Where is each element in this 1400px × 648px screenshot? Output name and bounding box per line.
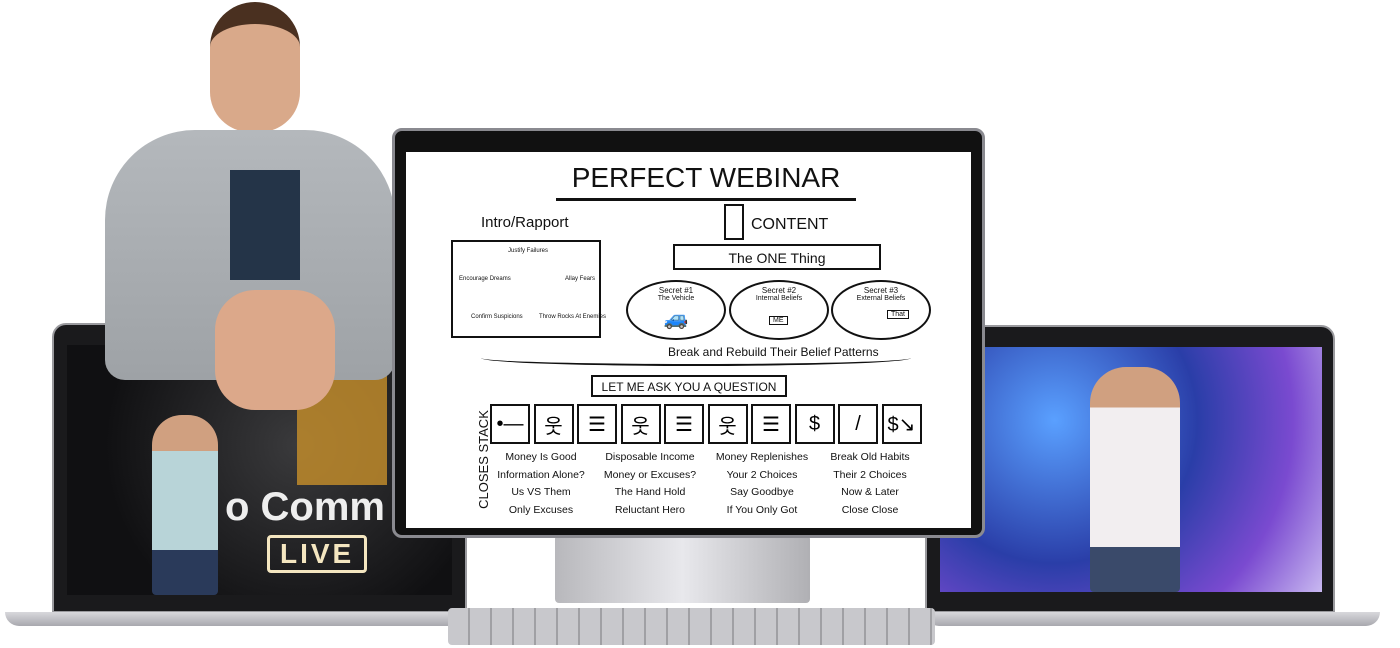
whiteboard-screen: PERFECT WEBINAR Intro/Rapport Justify Fa… (406, 152, 971, 528)
that-tag: That (887, 310, 910, 319)
secret-subtitle: Internal Beliefs (755, 295, 803, 302)
secret-title: Secret #3 (863, 286, 899, 295)
bubble: Confirm Suspicions (471, 314, 523, 320)
close-item: Only Excuses (508, 503, 574, 516)
left-laptop-base (5, 612, 470, 626)
speaker-figure (1090, 367, 1180, 592)
list-icon: ☰ (664, 404, 704, 444)
close-item: Us VS Them (511, 486, 571, 498)
bubble: Justify Failures (508, 248, 549, 254)
secret-title: Secret #2 (761, 286, 797, 295)
stick-figure-icon: 웃 (533, 404, 574, 444)
right-laptop (925, 325, 1335, 613)
list-icon: ☰ (577, 404, 617, 444)
head (210, 2, 300, 132)
intro-box: Justify Failures Encourage Dreams Allay … (451, 240, 606, 338)
bubble: Encourage Dreams (459, 276, 511, 282)
slash-icon: / (838, 404, 878, 444)
secret-subtitle: The Vehicle (657, 295, 695, 302)
close-item: Break Old Habits (830, 451, 910, 463)
list-icon: •— (490, 404, 530, 444)
shirt (230, 170, 300, 280)
close-item: Information Alone? (497, 468, 585, 481)
domino-icon (724, 204, 744, 240)
secret-title: Secret #1 (658, 286, 694, 295)
close-item: The Hand Hold (614, 486, 686, 498)
close-item: If You Only Got (726, 503, 798, 516)
question: LET ME ASK YOU A QUESTION (601, 380, 777, 394)
one-thing: The ONE Thing (728, 250, 826, 266)
car-icon: 🚙 (663, 308, 689, 330)
close-item: Their 2 Choices (833, 468, 907, 481)
stick-figure-icon: 웃 (707, 404, 748, 444)
hands (215, 290, 335, 410)
bubble: Allay Fears (565, 276, 596, 282)
live-text: LIVE (267, 535, 368, 573)
intro-label: Intro/Rapport (481, 214, 569, 231)
close-item: Money Replenishes (715, 451, 809, 463)
dollar-icon: $ (794, 404, 835, 444)
speaker-figure (152, 415, 218, 595)
monitor-stand (555, 535, 810, 603)
content-label: CONTENT (751, 216, 829, 233)
presenter-photo (105, 0, 395, 420)
secret-subtitle: External Beliefs (856, 295, 906, 302)
right-laptop-screen (940, 347, 1322, 592)
bubble: Throw Rocks At Enemies (539, 314, 607, 320)
close-item: Close Close (841, 503, 899, 516)
monitor: PERFECT WEBINAR Intro/Rapport Justify Fa… (392, 128, 985, 538)
wb-title: PERFECT WEBINAR (556, 162, 856, 201)
me-tag: ME (769, 316, 788, 325)
question-box: LET ME ASK YOU A QUESTION (591, 375, 787, 397)
close-item: Disposable Income (605, 451, 695, 463)
close-item: Now & Later (841, 486, 899, 498)
close-item: Money or Excuses? (603, 468, 697, 481)
one-thing-box: The ONE Thing (673, 244, 881, 270)
stick-figure-icon: 웃 (620, 404, 661, 444)
close-item: Reluctant Hero (614, 503, 686, 516)
right-laptop-base (925, 612, 1380, 626)
sign-text: o Comm (225, 485, 385, 529)
close-item: Money Is Good (505, 451, 577, 463)
close-item: Say Goodbye (730, 486, 794, 498)
list-icon: ☰ (751, 404, 791, 444)
close-item: Your 2 Choices (726, 468, 798, 481)
keyboard (448, 608, 935, 645)
brace (481, 350, 911, 366)
price-drop-icon: $↘ (881, 404, 922, 444)
